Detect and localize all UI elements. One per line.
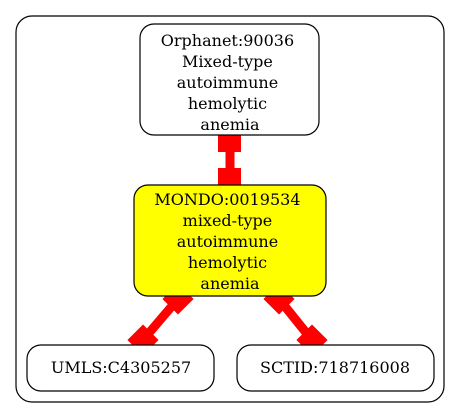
node-mondo-box: [133, 184, 327, 297]
cluster-frame: [15, 15, 445, 403]
node-orphanet-box: [139, 23, 320, 136]
node-umls-label: UMLS:C4305257: [51, 358, 191, 377]
node-line: SCTID:718716008: [260, 358, 410, 377]
node-sctid-label: SCTID:718716008: [260, 358, 410, 377]
node-umls-box: [26, 344, 215, 392]
edge-orphanet-mondo: [218, 130, 241, 190]
node-line: hemolytic: [188, 253, 267, 272]
node-line: autoimmune: [177, 73, 278, 92]
node-mondo-label: MONDO:0019534 mixed-type autoimmune hemo…: [154, 190, 305, 293]
node-line: anemia: [200, 115, 260, 134]
node-line: anemia: [200, 274, 260, 293]
node-sctid-box: [236, 344, 435, 392]
node-sctid: SCTID:718716008: [236, 344, 435, 392]
node-mondo: MONDO:0019534 mixed-type autoimmune hemo…: [133, 184, 327, 297]
node-line: Orphanet:90036: [161, 31, 294, 50]
node-line: hemolytic: [188, 94, 267, 113]
node-line: mixed-type: [183, 211, 273, 230]
node-line: UMLS:C4305257: [51, 358, 191, 377]
node-orphanet-label: Orphanet:90036 Mixed-type autoimmune hem…: [161, 31, 299, 134]
node-line: autoimmune: [177, 232, 278, 251]
node-orphanet: Orphanet:90036 Mixed-type autoimmune hem…: [139, 23, 320, 136]
node-umls: UMLS:C4305257: [26, 344, 215, 392]
node-line: Mixed-type: [182, 52, 273, 71]
node-line: MONDO:0019534: [154, 190, 300, 209]
